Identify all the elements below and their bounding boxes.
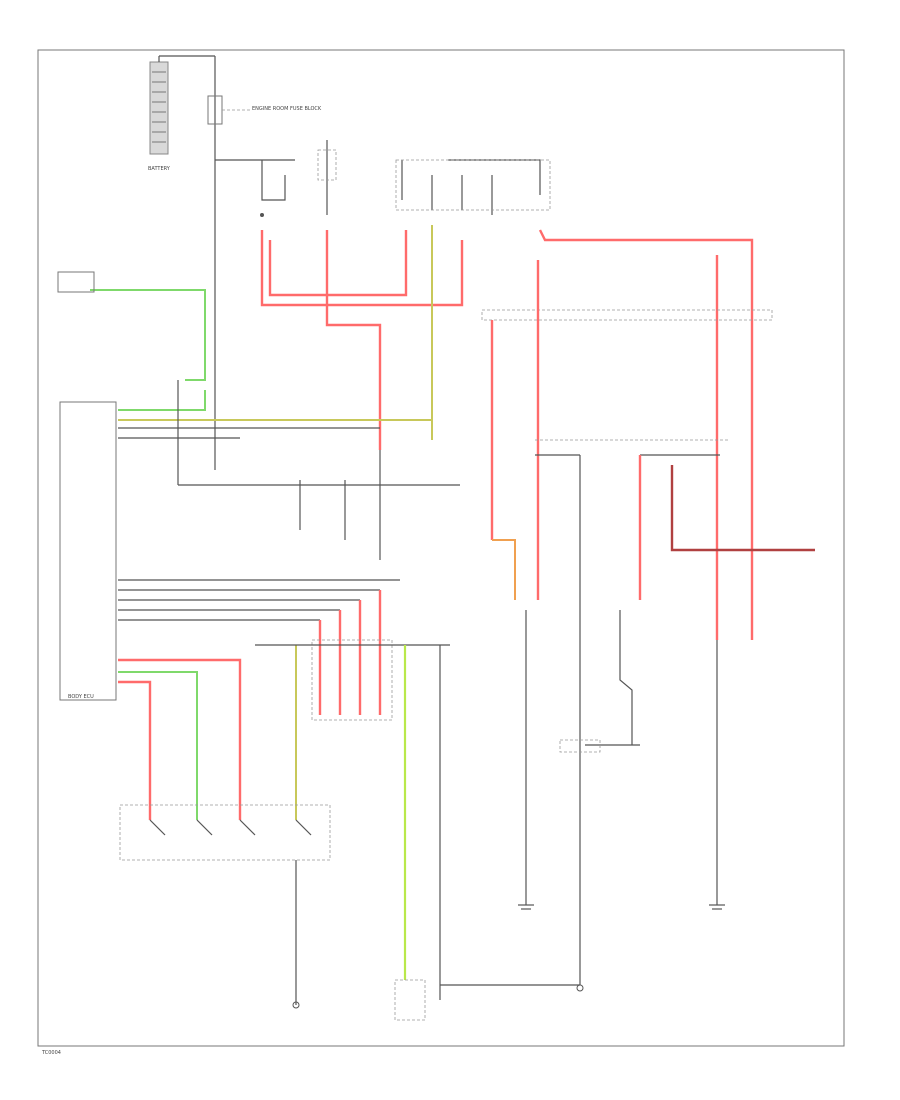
yellow-signal-wire [118,419,433,440]
lower-red-wire-a [118,658,242,820]
top-relay-area [215,140,551,217]
lower-green-wire [118,671,198,820]
ground-g2 [709,890,725,910]
red-power-bus-b [268,230,408,297]
diagram-frame [37,49,845,1047]
green-signal-wire [90,289,206,381]
battery-symbol [149,55,215,155]
fuse-block-label: ENGINE ROOM FUSE BLOCK [252,106,322,112]
switch-cluster-box [119,804,331,861]
red-feed-down [325,230,382,450]
red-power-bus-a [260,230,464,307]
parallel-harness [118,579,400,721]
body-ecu-box [59,401,117,701]
dark-red-wire [670,465,815,552]
red-bus-right [538,229,754,550]
bottom-connector [394,979,426,1021]
body-ecu-label: BODY ECU [68,694,94,700]
switch-contacts [149,819,312,836]
ground-g1 [518,890,534,910]
battery-label: BATTERY [148,166,171,172]
right-ecu-box [481,309,773,321]
footer-code: TC0004 [41,1050,61,1056]
